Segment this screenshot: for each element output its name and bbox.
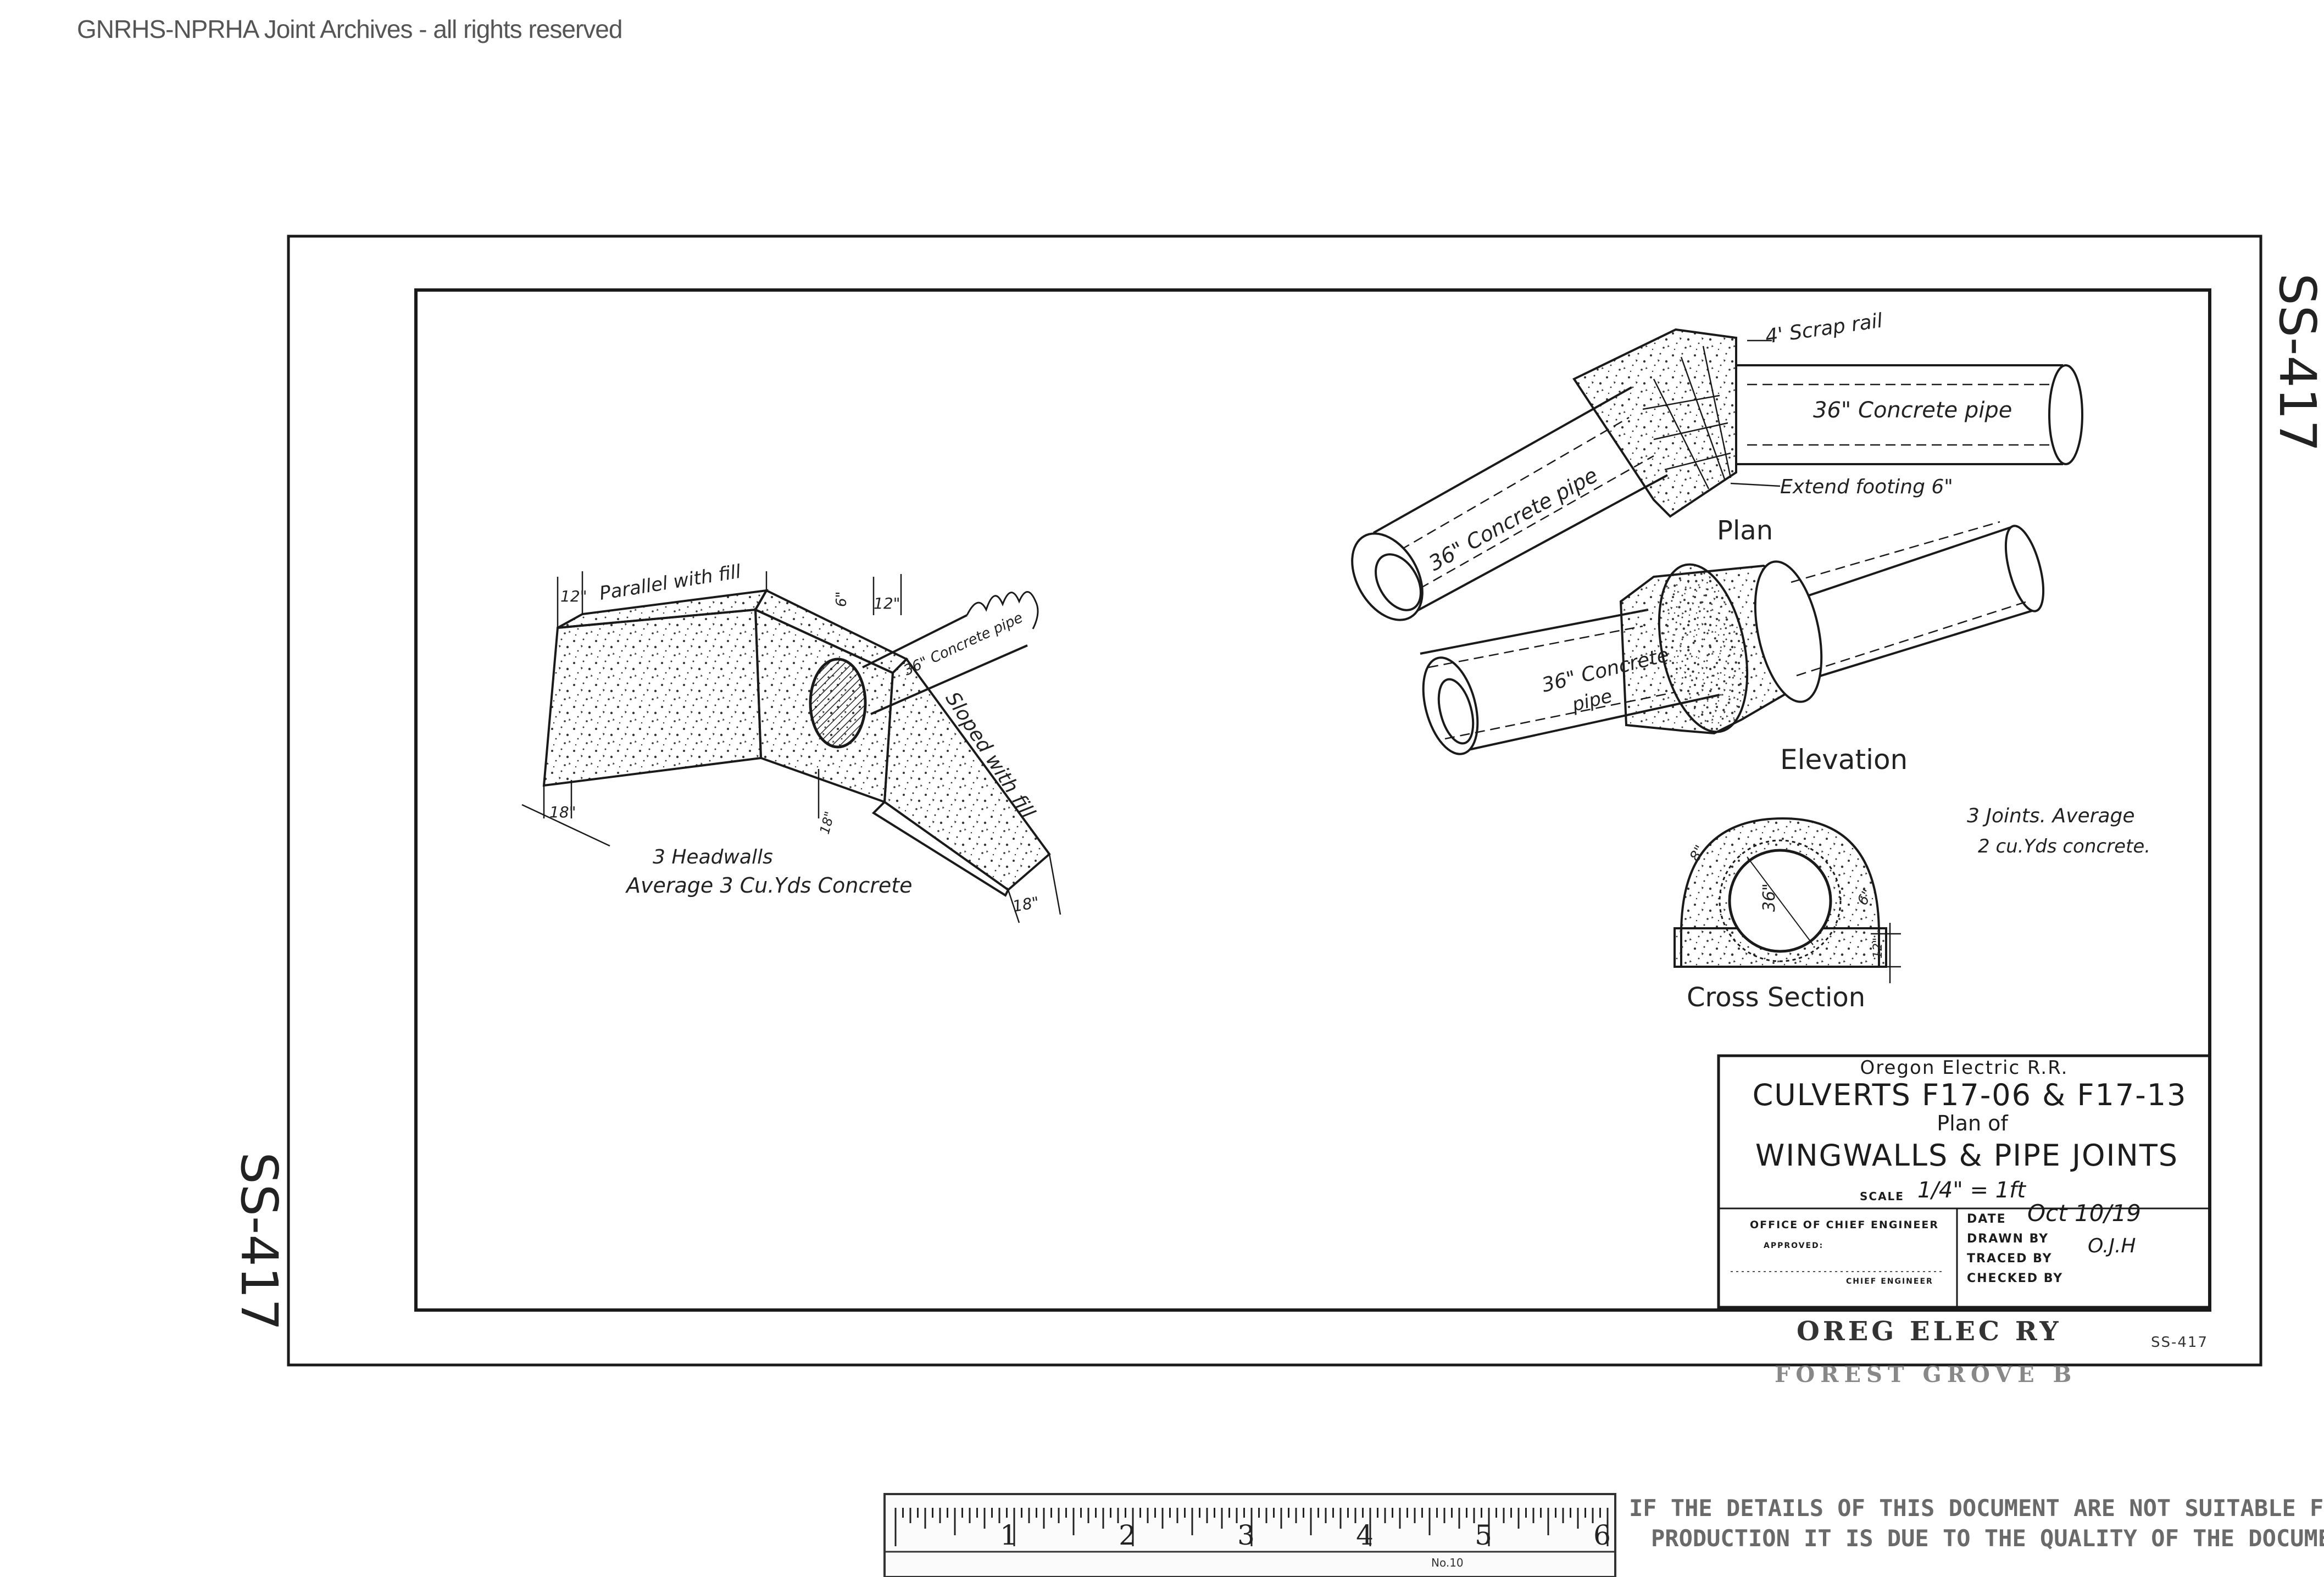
plan-drawing bbox=[1351, 328, 2083, 621]
cross-section-drawing bbox=[1673, 817, 1901, 983]
headwall-note-1: 3 Headwalls bbox=[653, 846, 773, 868]
plan-title: Plan bbox=[1717, 515, 1773, 546]
headwall-pipe-label: 36" Concrete pipe bbox=[901, 610, 1025, 679]
extend-footing-label: Extend footing 6" bbox=[1780, 476, 1953, 498]
ruler-number: 1 bbox=[1000, 1519, 1018, 1551]
dim-12-b: 12" bbox=[874, 594, 900, 612]
traced-label: TRACED BY bbox=[1967, 1252, 2053, 1266]
title-block bbox=[1717, 1054, 2211, 1309]
railway-stamp: OREG ELEC RY FOREST GROVE B bbox=[1775, 1316, 2077, 1387]
drawn-value: O.J.H bbox=[2088, 1235, 2136, 1257]
section-dim-12: 12" bbox=[1871, 938, 1885, 959]
office-label: OFFICE OF CHIEF ENGINEER bbox=[1750, 1219, 1939, 1231]
railroad-name: Oregon Electric R.R. bbox=[1860, 1057, 2069, 1079]
ruler-brand: No.10 bbox=[1431, 1556, 1464, 1569]
stamp-line-2: FOREST GROVE B bbox=[1775, 1362, 2077, 1387]
headwall-drawing bbox=[521, 571, 1061, 923]
dim-6: 6" bbox=[833, 591, 850, 607]
elevation-drawing bbox=[1420, 521, 2045, 755]
culverts-title: CULVERTS F17-06 & F17-13 bbox=[1753, 1078, 2187, 1112]
joints-note-line-2: 2 cu.Yds concrete. bbox=[1978, 835, 2150, 857]
footer-note-line-1: IF THE DETAILS OF THIS DOCUMENT ARE NOT … bbox=[1629, 1495, 2324, 1522]
sheet-border bbox=[287, 235, 2262, 1367]
plan-of: Plan of bbox=[1937, 1111, 2009, 1135]
dim-12-a: 12" bbox=[560, 587, 587, 605]
headwall-note-2: Average 3 Cu.Yds Concrete bbox=[625, 873, 913, 898]
section-dim-36: 36" bbox=[1760, 883, 1779, 912]
scale-value: 1/4" = 1ft bbox=[1917, 1178, 2026, 1203]
ruler-number: 3 bbox=[1237, 1519, 1255, 1551]
ruler: 1 2 3 4 5 6 No.10 bbox=[883, 1493, 1616, 1577]
sheet-number-small: SS-417 bbox=[2151, 1334, 2208, 1351]
title-block-text: Oregon Electric R.R. CULVERTS F17-06 & F… bbox=[1750, 1057, 2187, 1286]
elevation-title: Elevation bbox=[1780, 744, 1908, 776]
ruler-number: 4 bbox=[1356, 1519, 1374, 1551]
ruler-number: 2 bbox=[1119, 1519, 1136, 1551]
elevation-pipe-label-2: pipe bbox=[1570, 685, 1615, 716]
footer-note-line-2: PRODUCTION IT IS DUE TO THE QUALITY OF T… bbox=[1651, 1525, 2324, 1552]
archive-header: GNRHS-NPRHA Joint Archives - all rights … bbox=[77, 15, 622, 43]
sheet-number-left: SS-417 bbox=[230, 1152, 288, 1331]
ruler-number: 5 bbox=[1475, 1519, 1492, 1551]
dim-18-c: 18" bbox=[1011, 893, 1041, 916]
stamp-line-1: OREG ELEC RY bbox=[1797, 1316, 2062, 1347]
sheet-number-right: SS-417 bbox=[2268, 273, 2324, 452]
scrap-rail-label: 4' Scrap rail bbox=[1764, 309, 1884, 348]
dim-18-a: 18" bbox=[549, 803, 576, 821]
dim-18-b: 18" bbox=[817, 810, 838, 835]
joints-note: 3 Joints. Average 2 cu.Yds concrete. bbox=[1967, 805, 2150, 857]
cross-section-title: Cross Section bbox=[1687, 982, 1865, 1013]
ruler-number: 6 bbox=[1593, 1519, 1611, 1551]
cross-section-labels: 8" 36" 6" 12" Cross Section bbox=[1687, 843, 1885, 1013]
date-label: DATE bbox=[1967, 1212, 2006, 1226]
date-value: Oct 10/19 bbox=[2027, 1200, 2141, 1227]
checked-label: CHECKED BY bbox=[1967, 1272, 2063, 1285]
subject-title: WINGWALLS & PIPE JOINTS bbox=[1755, 1138, 2178, 1173]
footer-note: IF THE DETAILS OF THIS DOCUMENT ARE NOT … bbox=[1629, 1495, 2324, 1552]
approved-label: APPROVED: bbox=[1764, 1241, 1823, 1250]
joints-note-line-1: 3 Joints. Average bbox=[1967, 805, 2135, 827]
chief-engineer-label: CHIEF ENGINEER bbox=[1846, 1277, 1933, 1286]
drawn-label: DRAWN BY bbox=[1967, 1232, 2049, 1246]
scale-label: SCALE bbox=[1860, 1190, 1904, 1203]
plan-pipe-right-label: 36" Concrete pipe bbox=[1813, 398, 2012, 423]
